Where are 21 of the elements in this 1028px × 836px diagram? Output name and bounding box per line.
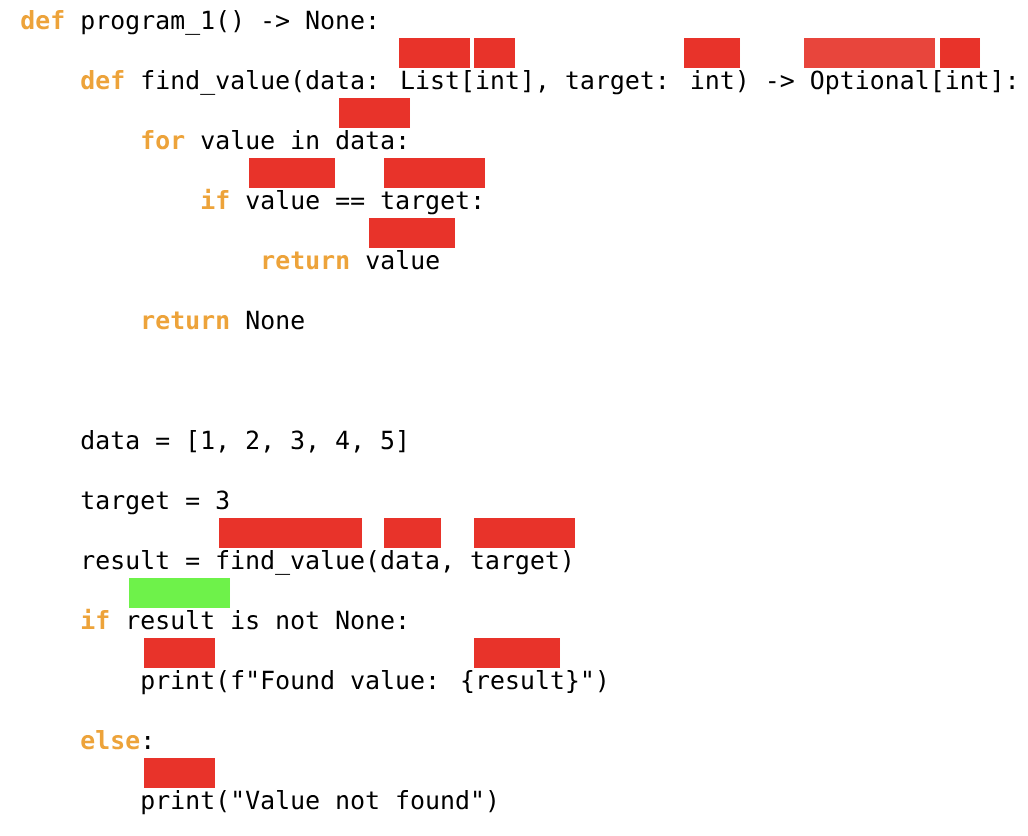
keyword-text: if <box>201 188 229 209</box>
code-text: print(f"Found value: {result}") <box>142 669 605 695</box>
keyword-text: def <box>81 70 124 90</box>
code-text: value <box>366 249 439 270</box>
keyword-text: def <box>21 10 64 30</box>
code-text: value == target: <box>246 189 480 215</box>
keyword-text: return <box>263 251 349 270</box>
keyword-text: for <box>142 130 185 150</box>
code-text: print("Value not found") <box>142 789 495 815</box>
code-text: result = find_value(data, target) <box>84 549 570 575</box>
code-text: data = [1, 2, 3, 4, 5] <box>81 430 405 453</box>
code-text: program_1() -> None: <box>82 10 375 35</box>
keyword-text: if <box>81 608 109 629</box>
code-text: result is not None: <box>129 609 405 630</box>
keyword-text: return <box>143 311 229 330</box>
code-text: None <box>246 310 304 330</box>
code-text: find_value(data: List[int], target: int) -> Optional[int]: <box>142 69 1014 95</box>
keyword-text: else <box>81 730 140 750</box>
code-text: : <box>146 736 150 749</box>
code-text: target = 3 <box>81 490 229 515</box>
code-text: value in data: <box>201 129 405 150</box>
